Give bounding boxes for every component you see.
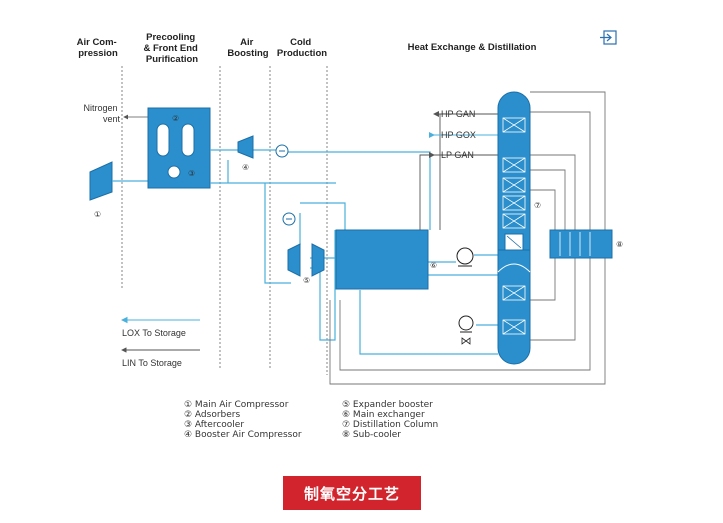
legend-item: ⑦ Distillation Column	[342, 420, 438, 430]
adsorber-vessel-left	[156, 123, 170, 157]
return-lines	[329, 91, 606, 385]
marker-1: ①	[94, 210, 101, 219]
hp-gan-label: HP GAN	[441, 109, 475, 119]
lp-gan-label: LP GAN	[441, 150, 474, 160]
section-cold-production: Cold Production	[277, 37, 327, 59]
nitrogen-vent-label: Nitrogen vent	[83, 103, 120, 124]
legend-item: ⑧ Sub-cooler	[342, 430, 401, 440]
marker-7: ⑦	[534, 201, 541, 210]
pump-upper	[456, 247, 474, 267]
lin-storage-label: LIN To Storage	[122, 358, 182, 368]
legend-item: ⑥ Main exchanger	[342, 410, 425, 420]
sub-cooler	[549, 229, 613, 259]
marker-2: ②	[172, 114, 179, 123]
expander-right	[311, 243, 325, 277]
booster-air-compressor	[237, 135, 254, 159]
adsorber-vessel-right	[181, 123, 195, 157]
main-exchanger	[335, 229, 429, 290]
sub-cooler-plates	[559, 232, 591, 256]
legend-item: ③ Aftercooler	[184, 420, 244, 430]
lox-storage-label: LOX To Storage	[122, 328, 186, 338]
section-precooling: Precooling & Front End Purification	[144, 32, 201, 65]
marker-3: ③	[188, 169, 195, 178]
marker-6: ⑥	[430, 261, 437, 270]
marker-4: ④	[242, 163, 249, 172]
marker-5: ⑤	[303, 276, 310, 285]
section-heat-exchange: Heat Exchange & Distillation	[408, 42, 537, 53]
exit-icon[interactable]	[600, 30, 617, 45]
hp-gox-label: HP GOX	[441, 130, 476, 140]
expander-left	[287, 243, 301, 277]
section-air-boosting: Air Boosting	[227, 37, 268, 59]
section-air-compression: Air Com- pression	[77, 37, 120, 59]
legend-item: ⑤ Expander booster	[342, 400, 433, 410]
legend: ① Main Air Compressor ② Adsorbers ③ Afte…	[184, 400, 438, 440]
legend-item: ④ Booster Air Compressor	[184, 430, 302, 440]
aftercooler-symbol	[167, 165, 181, 179]
main-air-compressor	[89, 161, 113, 201]
section-dividers	[121, 66, 328, 375]
pump-lower	[458, 315, 474, 345]
marker-8: ⑧	[616, 240, 623, 249]
column-packings	[502, 117, 526, 335]
legend-item: ② Adsorbers	[184, 410, 240, 420]
caption-banner: 制氧空分工艺	[283, 476, 421, 510]
legend-item: ① Main Air Compressor	[184, 400, 289, 410]
